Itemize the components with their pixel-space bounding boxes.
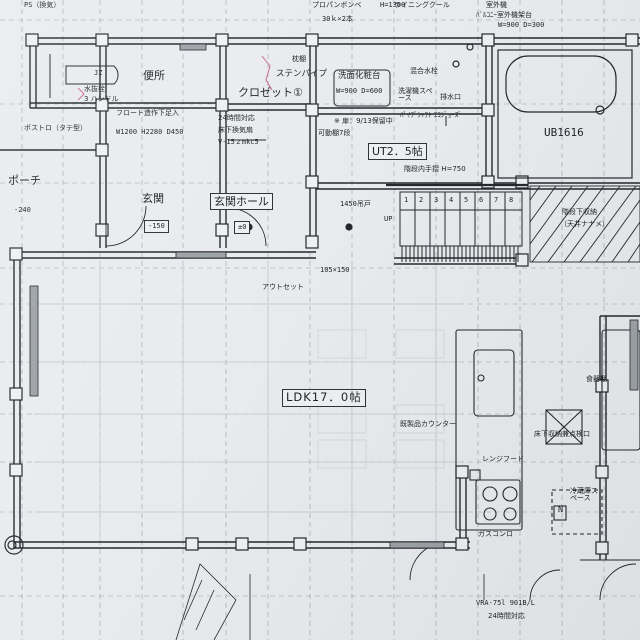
- washroom-label: 洗面化粧台: [338, 71, 381, 81]
- post-label: ポストロ（タテ型）: [24, 124, 87, 132]
- entrance-room-label: 玄関: [142, 192, 164, 205]
- handle-label: 3 ハンドル: [84, 95, 119, 103]
- stair-handrail-label: 階段内手摺 H=750: [404, 165, 466, 173]
- moving-shelf-label: 可動棚7段: [318, 129, 351, 137]
- stair-num-4: 4: [449, 196, 454, 204]
- ut-area-label: UT2．5帖: [368, 143, 427, 160]
- stair-num-8: 8: [509, 196, 514, 204]
- foot-storage-label: フロート造作下足入: [116, 109, 179, 117]
- level-150-label: -150: [144, 220, 169, 233]
- ldk-grid: [34, 262, 460, 542]
- underfloor-storage-label: 床下収納兼点検口: [534, 430, 590, 438]
- counter-label: 既製品カウンター: [400, 420, 456, 428]
- north-label: N: [558, 505, 564, 515]
- toilet-room-label: 便所: [143, 69, 165, 82]
- level-240-label: -240: [14, 206, 31, 214]
- washbasin-fixture: [333, 69, 447, 126]
- stair-num-5: 5: [464, 196, 469, 204]
- height-1300-label: H=1300: [380, 1, 406, 9]
- drain-label: 排水口: [440, 93, 461, 101]
- jz-label: JZ: [94, 69, 103, 77]
- toilet-fixture: [49, 54, 119, 98]
- pipeshaft-label: ﾊﾟｲﾌﾟｼｬﾌﾄ ｴｺｼﾞｮｰｽﾞ: [400, 111, 462, 119]
- size-105-label: 105×150: [320, 266, 350, 274]
- unit-bath-fixture: [497, 49, 633, 179]
- stair-num-6: 6: [479, 196, 484, 204]
- balcony-rack-label: ﾊﾞﾙｺﾆｰ室外機架台: [476, 11, 532, 19]
- cupboard-label: 食器棚: [586, 375, 607, 383]
- window-strips: [29, 43, 639, 549]
- vent-bottom-24-label: 24時間対応: [488, 612, 525, 620]
- laundry-space-label: 洗濯機スペース: [398, 87, 433, 102]
- stair-num-7: 7: [494, 196, 499, 204]
- vent-24h-label: 24時間対応: [218, 114, 255, 122]
- ldk-room-label: LDK17．0帖: [282, 389, 366, 407]
- hanging-door-label: 1450吊戸: [340, 200, 371, 208]
- kitchen-counter: [455, 329, 640, 535]
- range-hood-label: レンジフード: [482, 455, 524, 463]
- water-faucet-label: 水抜栓: [84, 85, 105, 93]
- unit-bath-label: UB1616: [544, 126, 584, 139]
- under-stair-hatch: [529, 185, 640, 263]
- shelf-label: 枕棚: [292, 55, 306, 63]
- ps-label: PS（換気）: [24, 1, 61, 9]
- outdoor-unit-label: 室外機: [486, 1, 507, 9]
- gas-stove-label: ガスコンロ: [478, 530, 513, 538]
- entrance-hall-label: 玄関ホール: [210, 193, 273, 210]
- closet-room-label: クロゼット①: [238, 86, 303, 99]
- level-0-label: ±0: [234, 221, 251, 234]
- washbasin-size-label: W=900 D=600: [336, 87, 383, 95]
- outlet-label: アウトセット: [262, 283, 304, 291]
- stair-num-1: 1: [404, 196, 409, 204]
- stainless-pipe-label: ステンパイプ: [276, 69, 328, 79]
- stairs: [386, 183, 528, 262]
- fridge-space-label: 冷蔵庫スペース: [570, 487, 598, 502]
- doors: [105, 139, 640, 601]
- foot-storage-size-label: W1200 H2280 D450: [116, 128, 184, 136]
- ceiling-net-label: （天井ナナメ）: [560, 220, 609, 228]
- faucet-label: 混合水栓: [410, 67, 438, 75]
- propane-qty-label: 30ｋ×2本: [322, 15, 353, 23]
- vent-model-label: V-15ｚmkc5: [218, 138, 259, 146]
- vent-underfloor-label: 床下換気扇: [218, 126, 253, 134]
- door-note-label: ※ 扉：9/13保留中: [334, 117, 393, 125]
- vent-bottom-label: VRA-75l 901B/L: [476, 599, 536, 607]
- pink-marks: [77, 55, 273, 101]
- stair-num-3: 3: [434, 196, 439, 204]
- up-label: UP: [384, 215, 393, 223]
- rack-size-label: W=900 D=300: [498, 21, 545, 29]
- outside-hatch: [175, 563, 485, 640]
- stair-num-2: 2: [419, 196, 424, 204]
- under-stair-label: 階段下収納: [562, 208, 597, 216]
- lining-label: ライニングクール: [394, 1, 450, 9]
- propane-label: プロパンボンベ: [312, 1, 362, 9]
- porch-room-label: ポーチ: [8, 174, 41, 187]
